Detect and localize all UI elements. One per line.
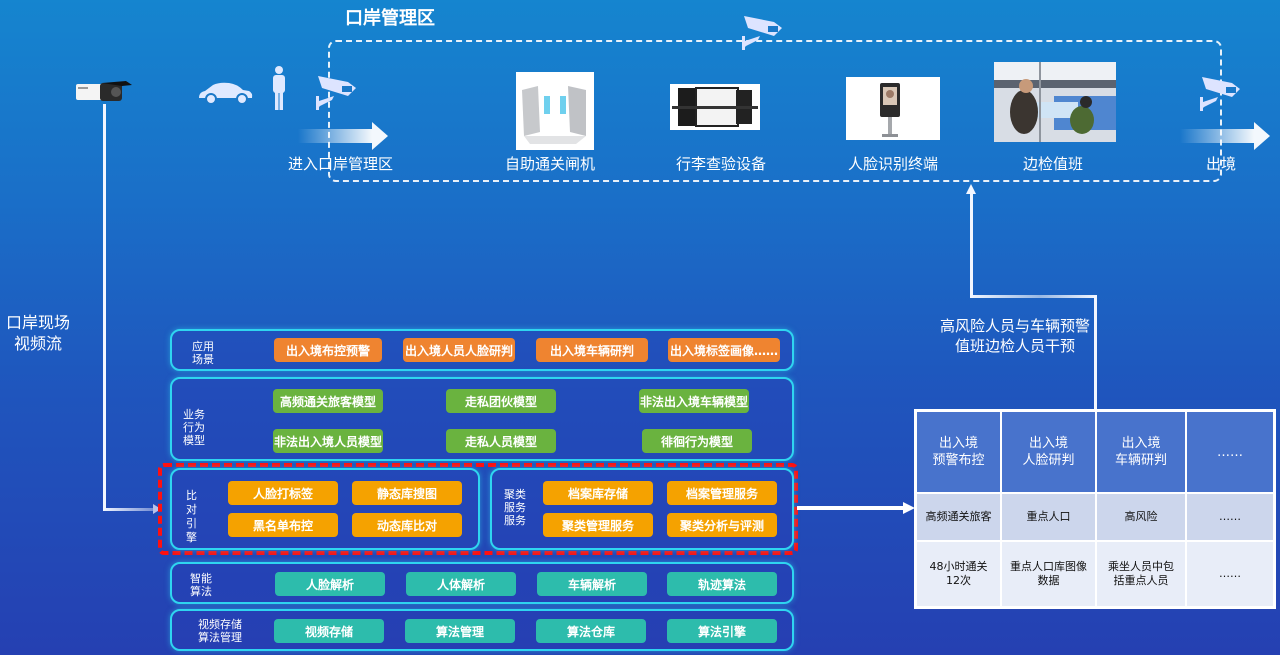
chip-cluster-1[interactable]: 档案库存储	[543, 481, 653, 505]
alert-line-up	[970, 194, 973, 298]
port-management-zone-border	[328, 40, 1222, 182]
table-cell: ……	[1186, 493, 1274, 541]
chip-model-5[interactable]: 走私人员模型	[446, 429, 556, 453]
alert-label-line1: 高风险人员与车辆预警	[939, 317, 1090, 335]
table-cell: 乘坐人员中包括重点人员	[1096, 541, 1186, 607]
flow-label-face: 人脸识别终端	[848, 155, 939, 173]
chip-compare-3[interactable]: 黑名单布控	[228, 513, 338, 537]
chip-storage-2[interactable]: 算法管理	[405, 619, 515, 643]
chip-storage-3[interactable]: 算法仓库	[536, 619, 646, 643]
chip-app-3[interactable]: 出入境车辆研判	[536, 338, 648, 362]
chip-model-1[interactable]: 高频通关旅客模型	[273, 389, 383, 413]
table-row: 高频通关旅客 重点人口 高风险 ……	[916, 493, 1274, 541]
table-header-cell: 出入境预警布控	[916, 411, 1001, 493]
exit-arrow-icon	[1180, 122, 1270, 150]
chip-app-1[interactable]: 出入境布控预警	[274, 338, 382, 362]
chip-app-4[interactable]: 出入境标签画像……	[668, 338, 780, 362]
table-header-row: 出入境预警布控 出入境人脸研判 出入境车辆研判 ……	[916, 411, 1274, 493]
chip-storage-4[interactable]: 算法引擎	[667, 619, 777, 643]
flow-label-exit: 出境	[1206, 155, 1237, 173]
flow-label-border-check: 边检值班	[1023, 155, 1084, 173]
table-header-cell: 出入境人脸研判	[1001, 411, 1096, 493]
video-source-label-line2: 视频流	[14, 334, 63, 353]
alert-line-vertical	[1094, 296, 1097, 410]
person-icon	[271, 66, 287, 110]
chip-model-4[interactable]: 非法出入境人员模型	[273, 429, 383, 453]
cluster-to-table-arrow	[797, 502, 915, 514]
layer-label-storage: 视频存储算法管理	[198, 618, 242, 644]
entry-arrow-icon	[298, 122, 388, 150]
chip-cluster-3[interactable]: 聚类管理服务	[543, 513, 653, 537]
layer-label-models: 业务行为模型	[183, 408, 205, 447]
turnstile-gate-photo	[516, 72, 594, 150]
face-terminal-photo	[846, 77, 940, 140]
layer-label-algo: 智能算法	[190, 572, 212, 598]
table-header-cell: 出入境车辆研判	[1096, 411, 1186, 493]
alert-label: 高风险人员与车辆预警 值班边检人员干预	[920, 316, 1110, 356]
layer-label-cluster: 聚类服务服务	[504, 488, 526, 527]
video-source-label: 口岸现场 视频流	[6, 312, 70, 354]
flow-label-baggage: 行李查验设备	[676, 155, 767, 173]
xray-scanner-photo	[670, 84, 760, 130]
bullet-camera-icon	[76, 80, 136, 106]
table-cell: ……	[1186, 541, 1274, 607]
table-cell: 高频通关旅客	[916, 493, 1001, 541]
chip-algo-2[interactable]: 人体解析	[406, 572, 516, 596]
cctv-camera-icon	[740, 12, 786, 50]
alert-line-horizontal	[970, 295, 1097, 298]
output-table: 出入境预警布控 出入境人脸研判 出入境车辆研判 …… 高频通关旅客 重点人口 高…	[914, 409, 1276, 609]
chip-compare-2[interactable]: 静态库搜图	[352, 481, 462, 505]
chip-storage-1[interactable]: 视频存储	[274, 619, 384, 643]
car-icon	[197, 82, 253, 105]
table-cell: 重点人口	[1001, 493, 1096, 541]
cctv-camera-icon	[314, 72, 360, 110]
flow-label-entry: 进入口岸管理区	[288, 155, 394, 173]
layer-label-compare: 比对引擎	[186, 489, 197, 544]
layer-label-application: 应用场景	[192, 340, 214, 366]
zone-title: 口岸管理区	[345, 8, 435, 29]
chip-algo-1[interactable]: 人脸解析	[275, 572, 385, 596]
alert-label-line2: 值班边检人员干预	[954, 337, 1075, 355]
video-source-label-line1: 口岸现场	[6, 313, 71, 332]
alert-arrow-head-icon	[966, 184, 976, 194]
highlight-dashed-border	[158, 463, 798, 555]
video-stream-arrow	[103, 504, 161, 514]
chip-model-2[interactable]: 走私团伙模型	[446, 389, 556, 413]
chip-model-6[interactable]: 徘徊行为模型	[642, 429, 752, 453]
chip-compare-4[interactable]: 动态库比对	[352, 513, 462, 537]
video-stream-line	[103, 104, 106, 510]
table-cell: 重点人口库图像数据	[1001, 541, 1096, 607]
chip-model-3[interactable]: 非法出入境车辆模型	[639, 389, 749, 413]
chip-algo-4[interactable]: 轨迹算法	[667, 572, 777, 596]
chip-compare-1[interactable]: 人脸打标签	[228, 481, 338, 505]
chip-algo-3[interactable]: 车辆解析	[537, 572, 647, 596]
table-header-cell: ……	[1186, 411, 1274, 493]
cctv-camera-icon	[1198, 73, 1244, 111]
chip-app-2[interactable]: 出入境人员人脸研判	[403, 338, 515, 362]
table-cell: 高风险	[1096, 493, 1186, 541]
border-check-photo	[994, 62, 1116, 142]
flow-label-gate: 自助通关闸机	[505, 155, 596, 173]
chip-cluster-2[interactable]: 档案管理服务	[667, 481, 777, 505]
chip-cluster-4[interactable]: 聚类分析与评测	[667, 513, 777, 537]
